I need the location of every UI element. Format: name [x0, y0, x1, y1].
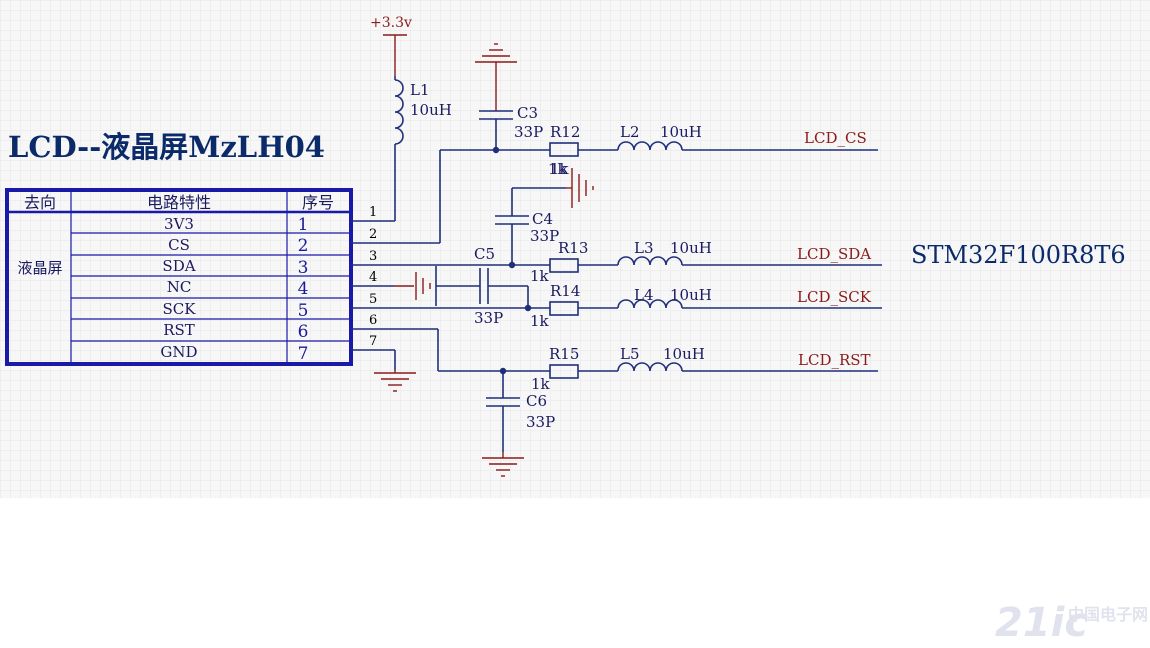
r12-ref: R12 [550, 123, 580, 141]
r12-value: 1k [550, 160, 570, 178]
table-signal-cell: SCK [163, 300, 197, 318]
inductor-l1-symbol [394, 79, 404, 145]
l2-value: 10uH [660, 123, 702, 141]
l1-value: 10uH [410, 101, 452, 119]
resistor-r13-symbol [549, 258, 579, 273]
net-label-lcd-cs: LCD_CS [804, 129, 867, 147]
r13-ref: R13 [558, 239, 588, 257]
table-header-number: 序号 [302, 193, 334, 212]
pin-number: 3 [369, 249, 377, 264]
table-number-cell: 2 [298, 236, 309, 256]
l3-value: 10uH [670, 239, 712, 257]
c6-value: 33P [526, 413, 555, 431]
resistor-r15-symbol [549, 364, 579, 379]
c4-ref: C4 [532, 210, 553, 228]
table-signal-cell: SDA [162, 257, 195, 275]
inductor-l2-symbol [617, 141, 683, 151]
r14-value: 1k [530, 312, 550, 330]
resistor-r12-symbol [549, 142, 579, 157]
l3-ref: L3 [634, 239, 654, 257]
watermark-cn: 中国电子网 [1068, 605, 1148, 624]
sda-circuit: 1k C4 33P R13 1k L3 10uH LCD_SDA [495, 160, 882, 285]
c6-ref: C6 [526, 392, 547, 410]
resistor-r14-symbol [549, 301, 579, 316]
pin-number: 6 [369, 313, 377, 328]
c3-ref: C3 [517, 104, 538, 122]
rst-circuit: C6 33P R15 1k L5 10uH LCD_RST [437, 329, 878, 477]
table-header-direction: 去向 [24, 193, 56, 212]
l4-value: 10uH [670, 286, 712, 304]
net-label-lcd-sck: LCD_SCK [797, 288, 872, 306]
schematic-title: LCD--液晶屏MzLH04 [8, 130, 325, 164]
table-number-cell: 1 [298, 215, 309, 235]
chip-label: STM32F100R8T6 [911, 241, 1126, 269]
pin-number: 5 [369, 292, 377, 307]
r13-value: 1k [530, 267, 550, 285]
l4-ref: L4 [634, 286, 654, 304]
l2-ref: L2 [620, 123, 640, 141]
pin-number: 4 [369, 270, 377, 285]
table-signal-cell: CS [168, 236, 190, 254]
r15-value: 1k [531, 375, 551, 393]
power-label: +3.3v [370, 15, 412, 31]
watermark-brand: 21ic [995, 600, 1088, 646]
table-direction-cell: 液晶屏 [17, 259, 62, 277]
pin-number: 1 [369, 205, 377, 220]
table-number-cell: 5 [298, 301, 309, 321]
table-number-cell: 7 [298, 344, 309, 364]
l1-ref: L1 [410, 81, 430, 99]
table-number-cell: 4 [298, 279, 309, 299]
r12-value-caption: 1k [548, 160, 568, 178]
pin-number: 7 [369, 334, 377, 349]
connector-pins: 1 2 3 4 5 6 7 [351, 205, 550, 351]
r14-ref: R14 [550, 282, 580, 300]
gnd-pin-circuit [374, 350, 416, 392]
net-label-lcd-rst: LCD_RST [798, 351, 871, 369]
inductor-l4-symbol [617, 299, 683, 309]
inductor-l3-symbol [617, 256, 683, 266]
c5-ref: C5 [474, 245, 495, 263]
power-supply-33v: +3.3v L1 10uH [370, 15, 452, 221]
table-signal-cell: GND [160, 343, 197, 361]
c5-value: 33P [474, 309, 503, 327]
cs-circuit: C3 33P R12 1k L2 10uH LCD_CS [439, 43, 878, 243]
table-signal-cell: 3V3 [164, 215, 194, 233]
inductor-l5-symbol [617, 362, 683, 372]
table-header-signal: 电路特性 [147, 193, 211, 212]
sck-circuit: R14 1k L4 10uH LCD_SCK [530, 282, 882, 330]
watermark: 21ic 中国电子网 [995, 600, 1148, 646]
connector-table: 去向 电路特性 序号 液晶屏 3V3 CS SDA NC SCK RST GND… [5, 188, 353, 366]
pin-number: 2 [369, 227, 377, 242]
net-label-lcd-sda: LCD_SDA [797, 245, 871, 263]
nc-and-c5-circuit: C5 33P [394, 245, 532, 327]
schematic-grid-background [0, 0, 1150, 498]
r15-ref: R15 [549, 345, 579, 363]
table-number-cell: 3 [298, 258, 309, 278]
c4-value: 33P [530, 227, 559, 245]
c3-value: 33P [514, 123, 543, 141]
table-signal-cell: RST [163, 321, 195, 339]
l5-value: 10uH [663, 345, 705, 363]
table-number-cell: 6 [298, 322, 309, 342]
table-signal-cell: NC [167, 278, 192, 296]
l5-ref: L5 [620, 345, 640, 363]
